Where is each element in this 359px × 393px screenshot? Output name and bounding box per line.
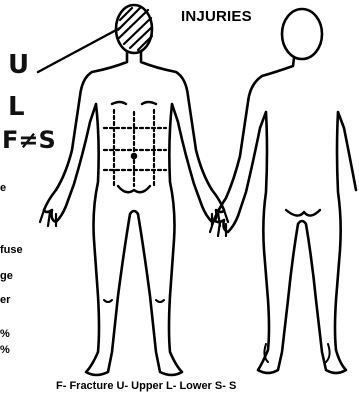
left-fragment-1: e bbox=[0, 182, 6, 194]
handwritten-lower: L bbox=[8, 92, 25, 122]
left-fragment-2: fuse bbox=[0, 244, 23, 256]
back-body-figure bbox=[210, 9, 356, 373]
left-fragment-3: ge bbox=[0, 270, 13, 282]
back-body-outline bbox=[214, 58, 356, 373]
front-body-outline bbox=[44, 52, 224, 375]
back-buttocks bbox=[286, 210, 320, 216]
annotation-pointer-line bbox=[38, 28, 120, 72]
legend-footer: F- Fracture U- Upper L- Lower S- S bbox=[56, 380, 236, 392]
left-fragment-5: % bbox=[0, 328, 10, 340]
back-feet bbox=[264, 344, 329, 362]
front-chest-lines bbox=[112, 102, 156, 104]
back-head bbox=[282, 9, 322, 59]
front-knees bbox=[104, 300, 164, 302]
front-body-figure bbox=[40, 5, 228, 375]
handwritten-fracture: F≠S bbox=[2, 126, 56, 154]
left-fragment-6: % bbox=[0, 344, 10, 356]
handwritten-upper: U bbox=[8, 50, 29, 80]
abdominal-quadrant-grid bbox=[104, 110, 166, 186]
page-title: INJURIES bbox=[181, 8, 252, 25]
left-fragment-4: er bbox=[0, 294, 10, 306]
